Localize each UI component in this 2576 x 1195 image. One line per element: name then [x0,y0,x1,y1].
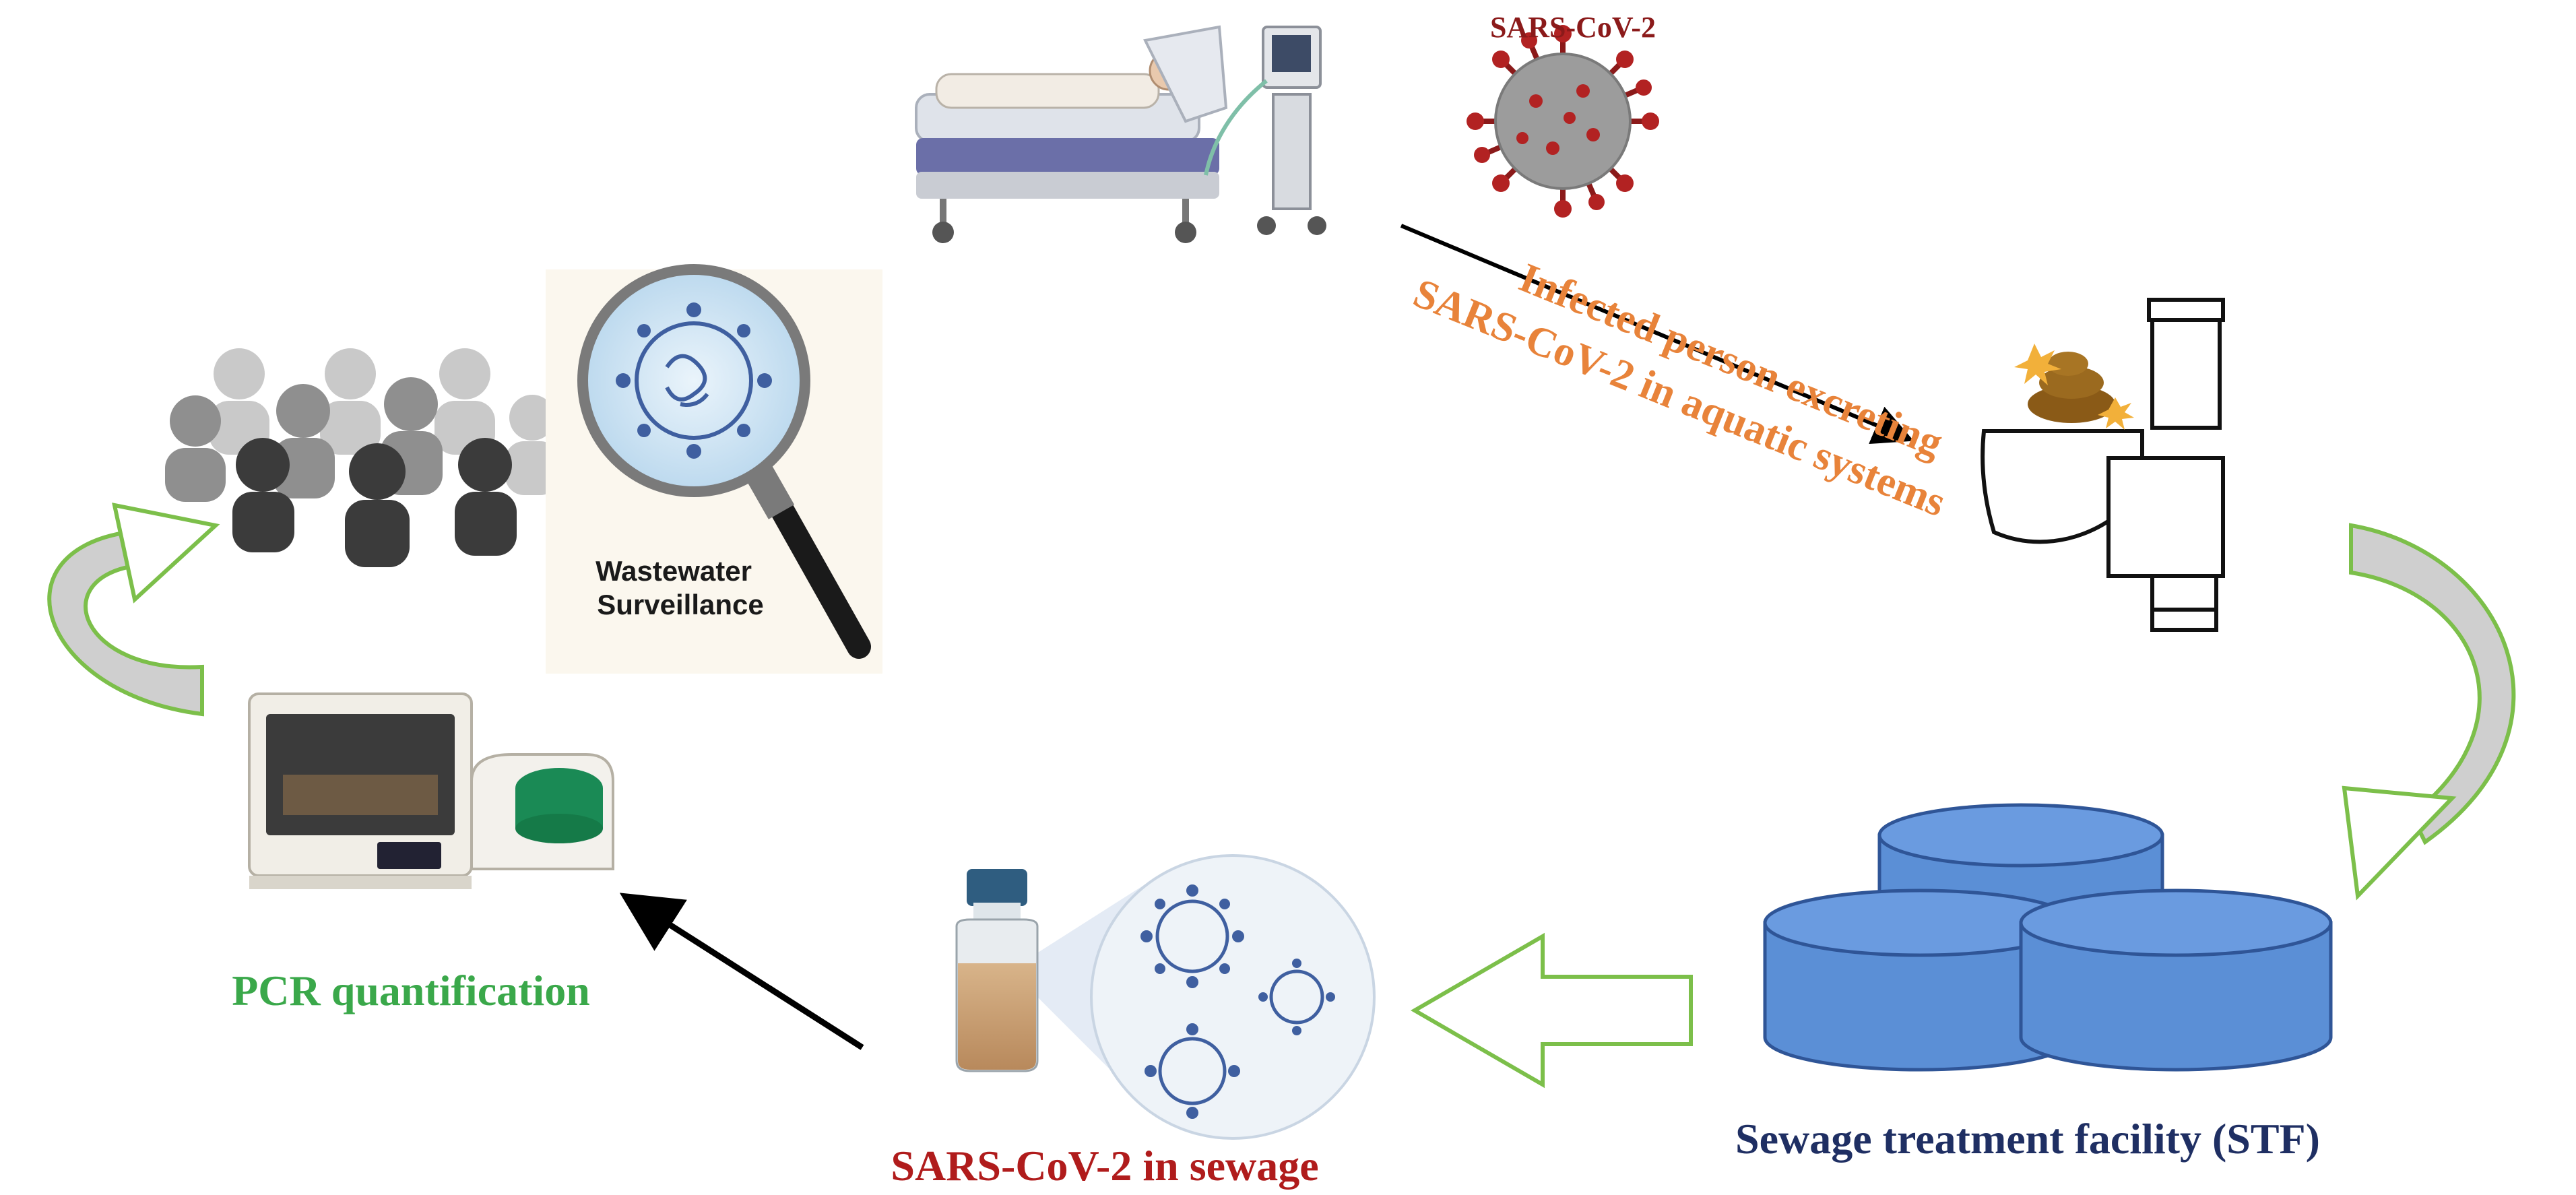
surveillance-label-line1: Wastewater [595,555,752,587]
sewage-label: SARS-CoV-2 in sewage [891,1142,1318,1190]
pcr-label: PCR quantification [232,967,590,1014]
virus-title: SARS-CoV-2 [1490,11,1656,44]
coronavirus-icon [1467,25,1659,218]
population-icon [165,348,559,567]
sample-bottle-icon [955,854,1376,1140]
sewage-tanks-icon [1763,803,2333,1072]
flow-arrow-bottom [1411,932,1693,1089]
flow-arrow-left [47,503,220,717]
pcr-machine-icon [248,692,614,889]
hospital-bed-patient-icon [915,25,1326,243]
to-pcr-arrow [619,893,864,1050]
flow-arrow-right [2342,523,2516,901]
feces-icon [2014,344,2134,430]
surveillance-label-line2: Surveillance [597,589,763,620]
toilet-icon [1981,298,2225,632]
excretion-arrow [1400,224,1914,445]
stf-label: Sewage treatment facility (STF) [1735,1115,2320,1163]
magnifier-virus-icon [546,264,882,674]
